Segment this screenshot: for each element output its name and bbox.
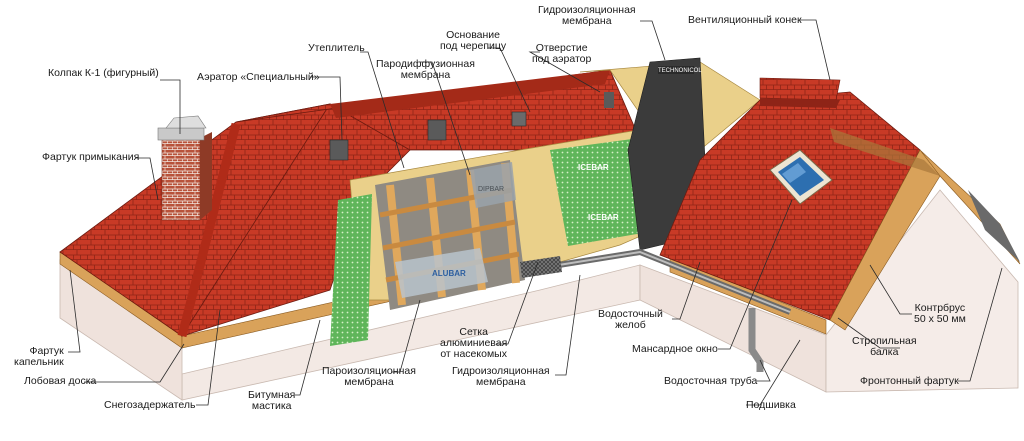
label-uteplitel: Утеплитель (308, 42, 365, 54)
label-stropil-line1: Стропильная (852, 335, 917, 347)
label-bitum: Битумная мастика (248, 390, 295, 412)
label-gidro-top: Гидроизоляционная мембрана (538, 5, 636, 27)
roof-window (769, 149, 833, 205)
label-otverstie-line1: Отверстие (535, 42, 588, 54)
label-vodostok-zhelob-line2: желоб (615, 319, 646, 331)
label-osnovanie-line2: под черепицу (440, 40, 507, 52)
label-gidro-bot-line1: Гидроизоляционная (452, 365, 550, 377)
label-paroizol: Пароизоляционная мембрана (322, 366, 416, 388)
technonicol-mark: TECHNONICOL (658, 68, 702, 74)
green-membranes (330, 138, 660, 346)
label-paradiff-line2: мембрана (400, 69, 451, 81)
label-gidro-bot-line2: мембрана (476, 376, 526, 388)
label-bitum-line2: мастика (251, 400, 292, 412)
label-lobovaya: Лобовая доска (24, 375, 97, 387)
label-gidro-top-line1: Гидроизоляционная (538, 4, 636, 16)
label-podshivka: Подшивка (746, 399, 796, 411)
right-roof-slope (659, 77, 921, 321)
label-otverstie: Отверстие под аэратор (532, 43, 591, 65)
label-paradiff-line1: Пародиффузионная (376, 58, 475, 70)
icebar-mark-1: ICEBAR (578, 163, 609, 172)
gutter-system (520, 248, 792, 372)
dipbar-mark: DIPBAR (478, 186, 505, 193)
label-fartuk-kapelnik-line2: капельник (14, 356, 64, 368)
label-setka-line2: алюминиевая (440, 337, 508, 349)
label-fartuk-primykaniya: Фартук примыкания (42, 151, 140, 163)
label-mansard: Мансардное окно (632, 343, 718, 355)
label-vodostok-zhelob: Водосточный желоб (598, 309, 663, 331)
label-frontonny: Фронтонный фартук (860, 375, 959, 387)
label-gidro-bot: Гидроизоляционная мембрана (452, 366, 550, 388)
label-setka-line1: Сетка (459, 326, 488, 338)
label-stropil-line2: балка (870, 346, 899, 358)
label-bitum-line1: Битумная (248, 389, 296, 401)
label-osnovanie-line1: Основание (446, 29, 500, 41)
rafter-structure (375, 160, 525, 310)
label-vent-konek: Вентиляционный конек (688, 14, 802, 26)
label-snegozaderzhatel: Снегозадержатель (104, 399, 196, 411)
label-paroizol-line2: мембрана (344, 376, 394, 388)
label-stropil: Стропильная балка (852, 336, 917, 358)
leader-lines (68, 19, 1003, 406)
label-otverstie-line2: под аэратор (532, 53, 592, 65)
label-vodostok-truba: Водосточная труба (664, 375, 758, 387)
label-vodostok-zhelob-line1: Водосточный (598, 308, 663, 320)
gable-edge (829, 128, 1021, 331)
label-kontrbrus: Контрбрус 50 х 50 мм (914, 303, 966, 325)
label-fartuk-kapelnik: Фартук капельник (14, 346, 64, 368)
label-paroizol-line1: Пароизоляционная (322, 365, 416, 377)
label-kontrbrus-line1: Контрбрус (914, 302, 966, 314)
label-kolpak: Колпак К-1 (фигурный) (48, 67, 159, 79)
alubar-mark: ALUBAR (432, 269, 466, 278)
label-osnovanie: Основание под черепицу (440, 30, 506, 52)
label-kontrbrus-line2: 50 х 50 мм (914, 313, 966, 325)
label-fartuk-kapelnik-line1: Фартук (29, 345, 64, 357)
label-setka-line3: от насекомых (440, 348, 507, 360)
aerators (329, 92, 614, 161)
label-setka: Сетка алюминиевая от насекомых (440, 327, 507, 360)
icebar-mark-2: ICEBAR (588, 213, 619, 222)
label-gidro-top-line2: мембрана (562, 15, 612, 27)
label-aerator: Аэратор «Специальный» (197, 71, 320, 83)
label-paradiff: Пародиффузионная мембрана (376, 59, 475, 81)
chimney (157, 115, 212, 221)
